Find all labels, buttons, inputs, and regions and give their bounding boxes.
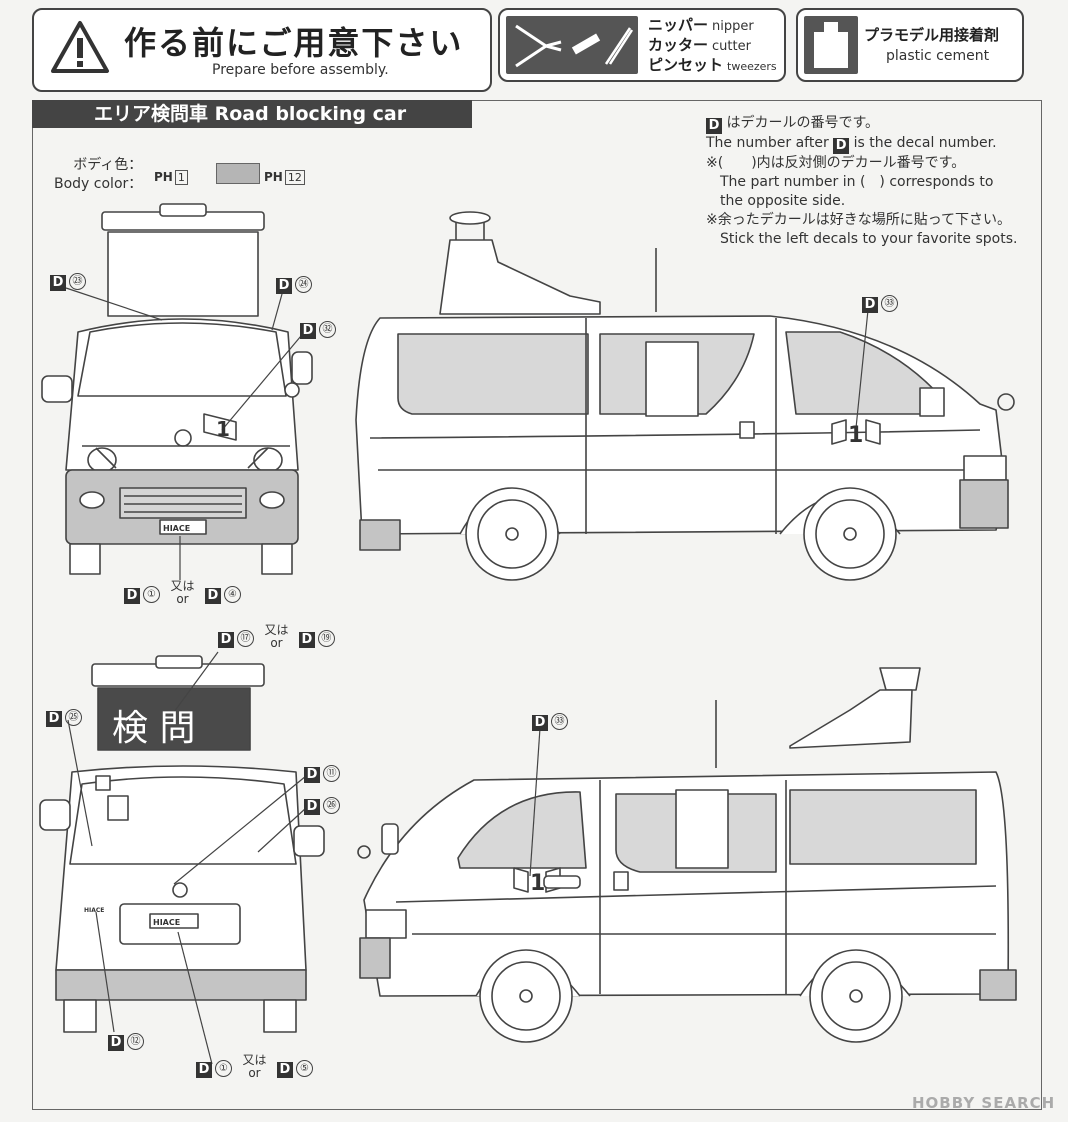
note-line: The number after D is the decal number. — [706, 135, 997, 154]
instruction-frame — [32, 100, 1042, 1110]
rear-emblem-text: HIACE — [84, 907, 104, 914]
tool-name-en: tweezers — [727, 60, 777, 73]
color-swatch — [216, 163, 260, 184]
tool-name-jp: ピンセット — [648, 56, 724, 74]
warning-icon — [51, 21, 109, 73]
decal-marker: D — [833, 138, 850, 154]
side-number-right: 1 — [848, 423, 863, 448]
cement-box: プラモデル用接着剤 plastic cement — [796, 8, 1024, 82]
body-color-label: ボディ色： Body color： — [54, 156, 142, 194]
leader-lines — [65, 287, 869, 1065]
grille-badge: HIACE — [163, 524, 190, 533]
note-line: Stick the left decals to your favorite s… — [720, 231, 1018, 247]
tools-icon — [506, 16, 638, 74]
rear-badge: HIACE — [153, 918, 180, 927]
body-color-label-jp: ボディ色： — [73, 157, 143, 173]
body-color-label-en: Body color： — [54, 176, 143, 192]
note-line: ※( )内は反対側のデカール番号です。 — [706, 155, 966, 171]
decal-marker: D — [706, 118, 722, 134]
cement-label-en: plastic cement — [886, 48, 990, 64]
page-title: 作る前にご用意下さい — [124, 24, 464, 62]
side-view-right — [355, 211, 1015, 581]
front-number: 1 — [216, 417, 230, 441]
rear-view — [39, 655, 325, 1033]
roof-sign-text: 検 問 — [112, 708, 195, 749]
front-view — [41, 203, 313, 575]
decal-notes: D はデカールの番号です。 The number after D is the … — [706, 114, 1017, 249]
tool-name-jp: ニッパー — [648, 16, 709, 34]
page-subtitle: Prepare before assembly. — [212, 62, 389, 78]
cement-bottle-icon — [804, 16, 858, 74]
tool-name-en: nipper — [712, 19, 754, 34]
cement-label-jp: プラモデル用接着剤 — [864, 26, 1000, 44]
note-line: ※余ったデカールは好きな場所に貼って下さい。 — [706, 212, 1012, 228]
prepare-notice: 作る前にご用意下さい Prepare before assembly. — [32, 8, 492, 92]
side-number-left: 1 — [530, 871, 545, 896]
note-line: The part number in ( ) corresponds to — [720, 174, 994, 190]
tool-name-en: cutter — [712, 39, 751, 54]
note-line: D はデカールの番号です。 — [706, 114, 1017, 134]
section-title: エリア検問車 Road blocking car — [32, 100, 472, 128]
side-view-left — [357, 667, 1017, 1043]
watermark: HOBBY SEARCH — [912, 1094, 1056, 1112]
tool-name-jp: カッター — [648, 36, 709, 54]
note-line: the opposite side. — [720, 193, 846, 209]
